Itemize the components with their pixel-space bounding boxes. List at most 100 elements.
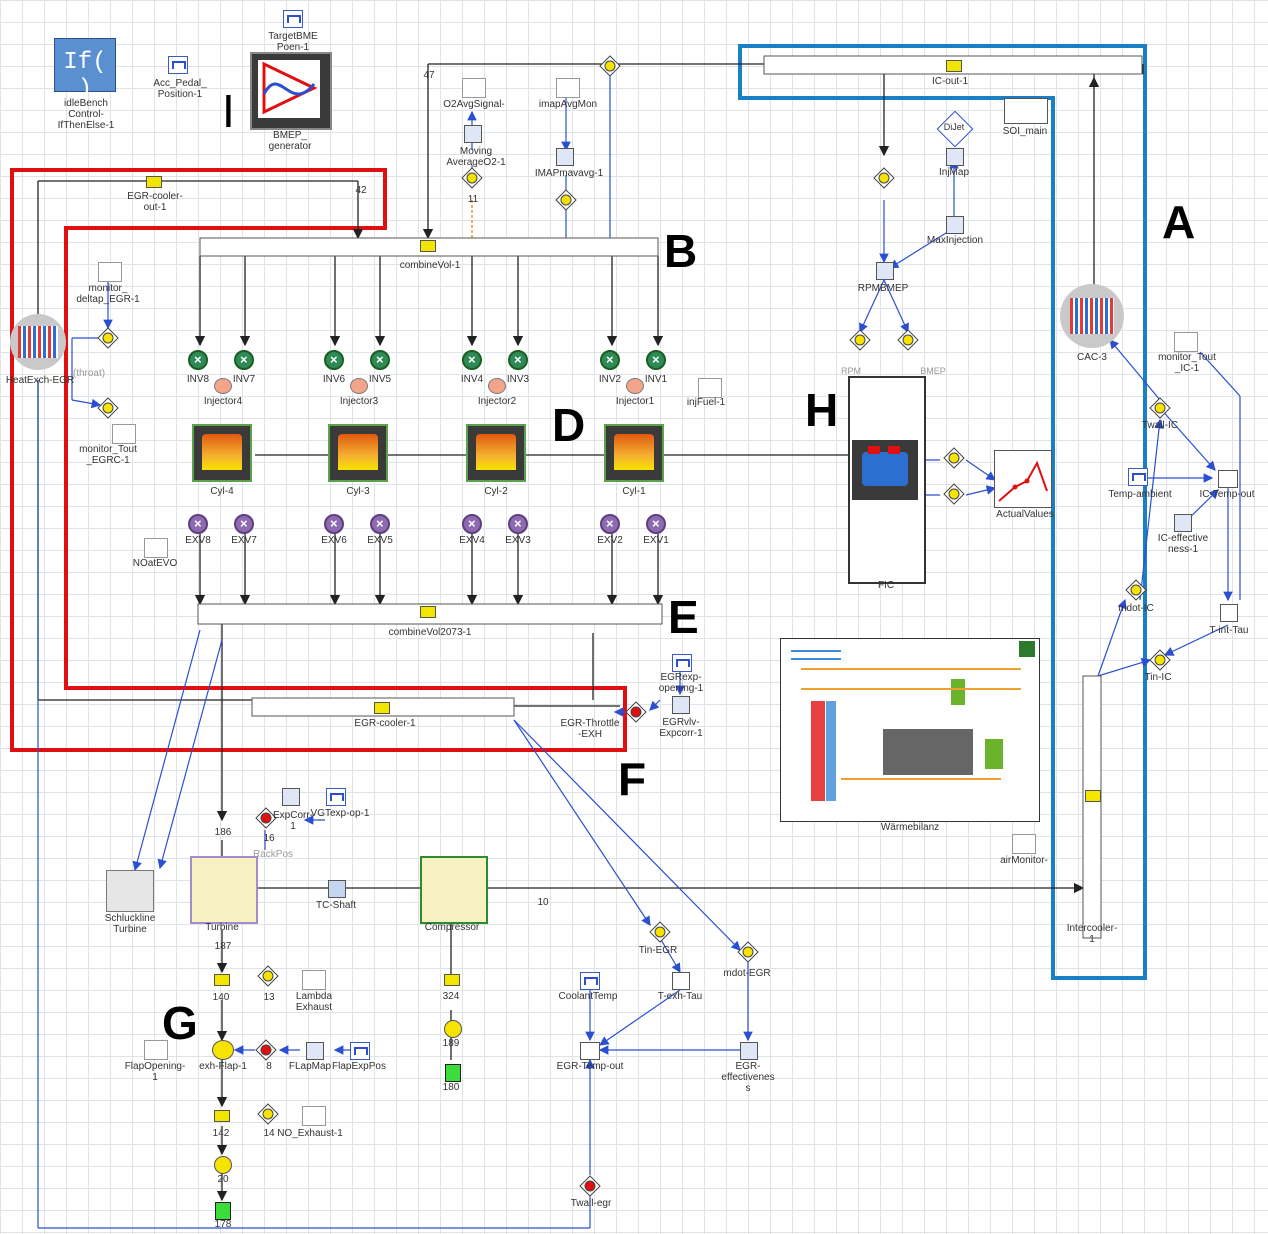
twallic-label: Twall-IC bbox=[1130, 420, 1190, 431]
deltap-monitor-icon[interactable] bbox=[98, 262, 122, 282]
coolanttemp-signal-icon[interactable] bbox=[580, 972, 600, 990]
vgtexp-signal-icon[interactable] bbox=[326, 788, 346, 806]
o2sig-label: O2AvgSignal- bbox=[432, 99, 516, 110]
cyl-1-block[interactable] bbox=[604, 424, 664, 482]
compressor-block[interactable] bbox=[420, 856, 488, 924]
inv2-valve[interactable] bbox=[600, 350, 620, 370]
exv7-valve[interactable] bbox=[234, 514, 254, 534]
end-180-icon[interactable] bbox=[445, 1064, 461, 1082]
injector3-label: Injector3 bbox=[332, 396, 386, 407]
egrcoolerout-label: EGR-cooler- out-1 bbox=[110, 191, 200, 213]
soi-plot-icon[interactable] bbox=[1004, 98, 1048, 124]
tc-shaft-icon[interactable] bbox=[328, 880, 346, 898]
orifice-189-icon[interactable] bbox=[444, 1020, 462, 1038]
flapmap-icon[interactable] bbox=[306, 1042, 324, 1060]
waermebilanz-image[interactable] bbox=[780, 638, 1040, 822]
exv1-valve[interactable] bbox=[646, 514, 666, 534]
tout-egrc-monitor-icon[interactable] bbox=[112, 424, 136, 444]
pedal-signal-icon[interactable] bbox=[168, 56, 188, 74]
inv3-valve[interactable] bbox=[508, 350, 528, 370]
heatexch-egr-icon[interactable] bbox=[10, 314, 66, 370]
tinttau-label: T-int-Tau bbox=[1196, 625, 1262, 636]
expcorr-icon[interactable] bbox=[282, 788, 300, 806]
injfuel-monitor-icon[interactable] bbox=[698, 378, 722, 398]
node-10: 10 bbox=[528, 897, 558, 908]
rpmbmep-icon[interactable] bbox=[876, 262, 894, 280]
injmap-icon[interactable] bbox=[946, 148, 964, 166]
lambda-label: Lambda Exhaust bbox=[284, 991, 344, 1013]
egreff-label: EGR- effectivenes s bbox=[710, 1061, 786, 1094]
exv8-valve[interactable] bbox=[188, 514, 208, 534]
maxinj-icon[interactable] bbox=[946, 216, 964, 234]
exv3-valve[interactable] bbox=[508, 514, 528, 534]
target-signal-icon[interactable] bbox=[283, 10, 303, 28]
schluckline-turbine-icon[interactable] bbox=[106, 870, 154, 912]
node-47: 47 bbox=[418, 70, 440, 81]
actualvalues-chart-icon bbox=[995, 451, 1051, 507]
noatevo-monitor-icon[interactable] bbox=[144, 538, 168, 558]
injector3-icon[interactable] bbox=[350, 378, 368, 394]
exv5-valve[interactable] bbox=[370, 514, 390, 534]
egreff-icon[interactable] bbox=[740, 1042, 758, 1060]
injector1-label: Injector1 bbox=[608, 396, 662, 407]
bmepgen-label: BMEP_ generator bbox=[250, 130, 330, 152]
texh-tau-icon[interactable] bbox=[672, 972, 690, 990]
exh-flap-valve[interactable] bbox=[212, 1040, 234, 1060]
inv6-valve[interactable] bbox=[324, 350, 344, 370]
ifthen-symbol: If( ) bbox=[55, 49, 115, 103]
turbine-block[interactable] bbox=[190, 856, 258, 924]
egrexp-signal-icon[interactable] bbox=[672, 654, 692, 672]
combine2-label: combineVol2073-1 bbox=[360, 627, 500, 638]
noexh-monitor-icon[interactable] bbox=[302, 1106, 326, 1126]
moving-avg-icon[interactable] bbox=[464, 125, 482, 143]
cyl-4-block[interactable] bbox=[192, 424, 252, 482]
flapopening-monitor-icon[interactable] bbox=[144, 1040, 168, 1060]
exv3-label: EXV3 bbox=[500, 535, 536, 546]
bmep-generator-icon bbox=[252, 54, 326, 124]
tout-ic-monitor-icon[interactable] bbox=[1174, 332, 1198, 352]
egrvlv-icon[interactable] bbox=[672, 696, 690, 714]
inv5-valve[interactable] bbox=[370, 350, 390, 370]
lambda-monitor-icon[interactable] bbox=[302, 970, 326, 990]
actualvalues-plot[interactable] bbox=[994, 450, 1052, 508]
egr-temp-out-fx[interactable] bbox=[580, 1042, 600, 1060]
exv2-valve[interactable] bbox=[600, 514, 620, 534]
imap-monitor-icon[interactable] bbox=[556, 78, 580, 98]
ic-temp-out-fx[interactable] bbox=[1218, 470, 1238, 488]
tinegr-label: Tin-EGR bbox=[626, 945, 690, 956]
end-178-icon[interactable] bbox=[215, 1202, 231, 1220]
orifice-20-icon[interactable] bbox=[214, 1156, 232, 1174]
egrtempout-label: EGR-Temp-out bbox=[540, 1061, 640, 1072]
fic-block[interactable] bbox=[848, 376, 926, 584]
soi-label: SOI_main bbox=[990, 126, 1060, 137]
inv1-valve[interactable] bbox=[646, 350, 666, 370]
imapavg-label: IMAPmavavg-1 bbox=[526, 168, 612, 179]
injector1-icon[interactable] bbox=[626, 378, 644, 394]
cac-3-icon[interactable] bbox=[1060, 284, 1124, 348]
inv8-valve[interactable] bbox=[188, 350, 208, 370]
cac-label: CAC-3 bbox=[1068, 352, 1116, 363]
injector2-icon[interactable] bbox=[488, 378, 506, 394]
rpmbmep-label: RPMBMEP bbox=[846, 283, 920, 294]
inv2-label: INV2 bbox=[592, 374, 628, 385]
inv7-valve[interactable] bbox=[234, 350, 254, 370]
ic-effectiveness-icon[interactable] bbox=[1174, 514, 1192, 532]
imapavg-icon[interactable] bbox=[556, 148, 574, 166]
temp-ambient-signal-icon[interactable] bbox=[1128, 468, 1148, 486]
node-324: 324 bbox=[436, 991, 466, 1002]
cyl-3-block[interactable] bbox=[328, 424, 388, 482]
flapexp-signal-icon[interactable] bbox=[350, 1042, 370, 1060]
bmep-generator-block[interactable] bbox=[250, 52, 332, 130]
o2-monitor-icon[interactable] bbox=[462, 78, 486, 98]
t-int-tau-icon[interactable] bbox=[1220, 604, 1238, 622]
node-13: 13 bbox=[254, 992, 284, 1003]
exv4-valve[interactable] bbox=[462, 514, 482, 534]
inv4-valve[interactable] bbox=[462, 350, 482, 370]
noexh-label: NO_Exhaust-1 bbox=[262, 1128, 358, 1139]
airmonitor-icon[interactable] bbox=[1012, 834, 1036, 854]
exv6-valve[interactable] bbox=[324, 514, 344, 534]
cyl-2-block[interactable] bbox=[466, 424, 526, 482]
injector4-icon[interactable] bbox=[214, 378, 232, 394]
mdotic-label: mdot-IC bbox=[1104, 603, 1168, 614]
ifthenelse-block[interactable]: If( ) bbox=[54, 38, 116, 92]
